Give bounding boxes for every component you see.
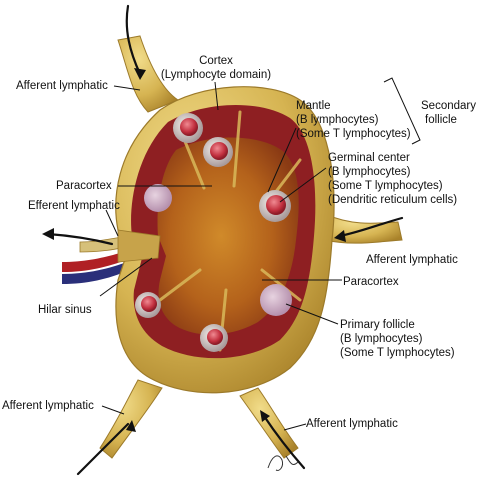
- label-mantle-line3: (Some T lymphocytes): [296, 128, 411, 140]
- afferent-arrow-bottom-left: [76, 422, 130, 476]
- label-secondary-line1: Secondary: [421, 100, 476, 112]
- label-cortex-line1: Cortex: [199, 55, 233, 67]
- label-hilar-sinus: Hilar sinus: [38, 304, 92, 316]
- label-primary-line2: (B lymphocytes): [340, 333, 423, 345]
- artist-signature: [267, 455, 299, 471]
- label-mantle-line2: (B lymphocytes): [296, 114, 379, 126]
- leader-afferent-br: [283, 423, 307, 431]
- secondary-follicle-5: [200, 324, 228, 352]
- hilar-sinus: [117, 229, 161, 263]
- label-afferent-lymphatic-right: Afferent lymphatic: [366, 254, 458, 266]
- afferent-arrow-bottom-right: [262, 414, 306, 470]
- label-paracortex-right: Paracortex: [343, 276, 399, 288]
- label-germinal-line4: (Dendritic reticulum cells): [328, 194, 458, 206]
- afferent-arrow-right: [338, 216, 404, 238]
- label-germinal-line3: (Some T lymphocytes): [328, 180, 443, 192]
- label-cortex: Cortex (Lymphocyte domain): [160, 54, 272, 82]
- leader-afferent-bl: [101, 405, 125, 415]
- leader-mantle: [267, 127, 297, 193]
- efferent-arrow: [46, 232, 114, 246]
- label-primary-line1: Primary follicle: [340, 319, 415, 331]
- label-secondary-follicle: Secondary follicle: [421, 99, 476, 127]
- secondary-follicle-2: [203, 137, 233, 167]
- leader-efferent: [105, 209, 119, 237]
- label-mantle-line1: Mantle: [296, 100, 331, 112]
- label-germinal-line1: Germinal center: [328, 152, 410, 164]
- primary-follicle-1: [144, 184, 172, 212]
- label-paracortex-left: Paracortex: [56, 180, 112, 192]
- medulla-region: [157, 137, 299, 335]
- secondary-follicle-1: [173, 113, 203, 143]
- label-afferent-lymphatic-bottom-left: Afferent lymphatic: [2, 400, 94, 412]
- secondary-follicle-3: [259, 190, 291, 222]
- flow-arrows: [46, 4, 404, 476]
- label-efferent-lymphatic: Efferent lymphatic: [28, 200, 120, 212]
- label-germinal-line2: (B lymphocytes): [328, 166, 411, 178]
- label-primary-follicle: Primary follicle (B lymphocytes) (Some T…: [340, 318, 455, 360]
- leader-afferent-top: [113, 85, 141, 91]
- label-afferent-lymphatic-top: Afferent lymphatic: [16, 80, 108, 92]
- leader-hilar: [99, 257, 153, 297]
- leader-lines: [99, 77, 421, 431]
- secondary-follicle-bracket: [383, 77, 421, 145]
- leader-cortex: [214, 81, 219, 111]
- secondary-follicle-4: [135, 292, 161, 318]
- afferent-vessel-bottom-left: [99, 379, 163, 459]
- label-afferent-lymphatic-bottom-right: Afferent lymphatic: [306, 418, 398, 430]
- primary-follicle-2: [260, 284, 292, 316]
- label-cortex-line2: (Lymphocyte domain): [160, 69, 272, 81]
- leader-primary: [285, 303, 339, 325]
- arrow-heads: [42, 68, 346, 432]
- label-primary-line3: (Some T lymphocytes): [340, 347, 455, 359]
- afferent-arrow-top: [125, 4, 142, 76]
- label-mantle: Mantle (B lymphocytes) (Some T lymphocyt…: [296, 99, 411, 141]
- label-secondary-line2: follicle: [425, 114, 457, 126]
- leader-germinal: [279, 167, 327, 203]
- label-germinal-center: Germinal center (B lymphocytes) (Some T …: [328, 151, 457, 207]
